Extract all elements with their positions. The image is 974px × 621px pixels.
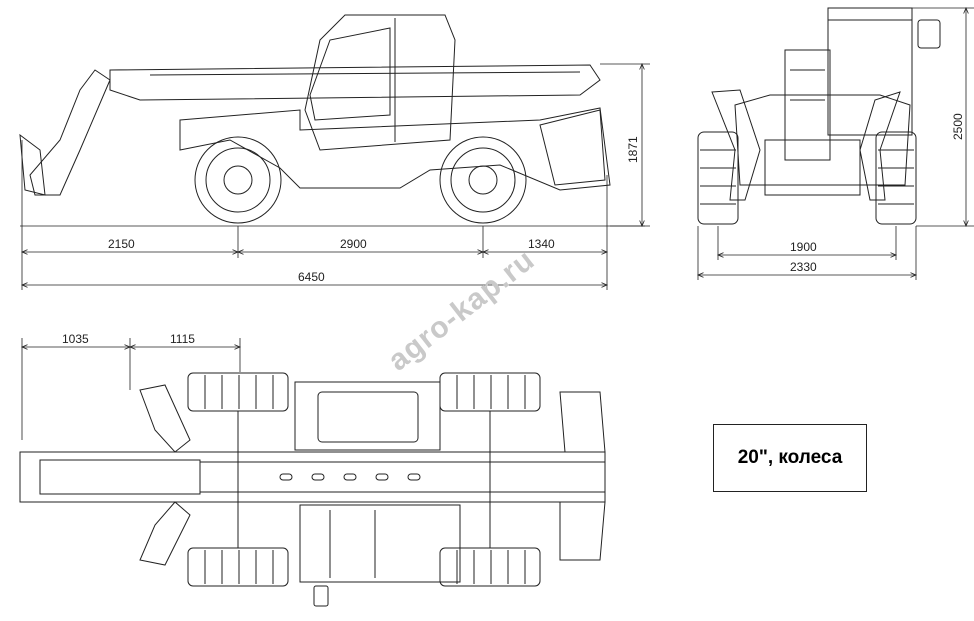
side-wheel-front [439, 136, 527, 224]
top-dimensions [22, 338, 240, 440]
front-cabin [827, 7, 913, 136]
dim-side-total-length: 6450 [298, 270, 325, 284]
front-dimensions [698, 8, 974, 280]
front-view [697, 7, 941, 225]
side-view [19, 14, 645, 227]
side-wheel-rear [194, 136, 282, 224]
dim-side-front-overhang: 1340 [528, 237, 555, 251]
dim-front-height: 2500 [951, 113, 965, 140]
front-tyre-left [697, 131, 739, 225]
top-tyre-front-right [187, 547, 289, 587]
side-dimensions [22, 64, 650, 290]
top-cabin [294, 381, 441, 451]
dim-top-left-a: 1035 [62, 332, 89, 346]
cabin [304, 14, 456, 151]
top-view [19, 372, 606, 607]
wheel-label: 20", колеса [737, 447, 843, 468]
top-tyre-front-left [187, 372, 289, 412]
dim-side-height: 1871 [626, 136, 640, 163]
wheel-label-box: 20", колеса [713, 424, 867, 492]
dim-top-left-b: 1115 [170, 332, 195, 346]
dim-side-wheelbase: 2900 [340, 237, 367, 251]
top-tyre-rear-right [439, 547, 541, 587]
front-tyre-right [875, 131, 917, 225]
dim-front-track: 1900 [790, 240, 817, 254]
watermark: agro-kap.ru [382, 243, 541, 377]
top-tyre-rear-left [439, 372, 541, 412]
dim-side-rear-overhang: 2150 [108, 237, 135, 251]
dim-front-width: 2330 [790, 260, 817, 274]
